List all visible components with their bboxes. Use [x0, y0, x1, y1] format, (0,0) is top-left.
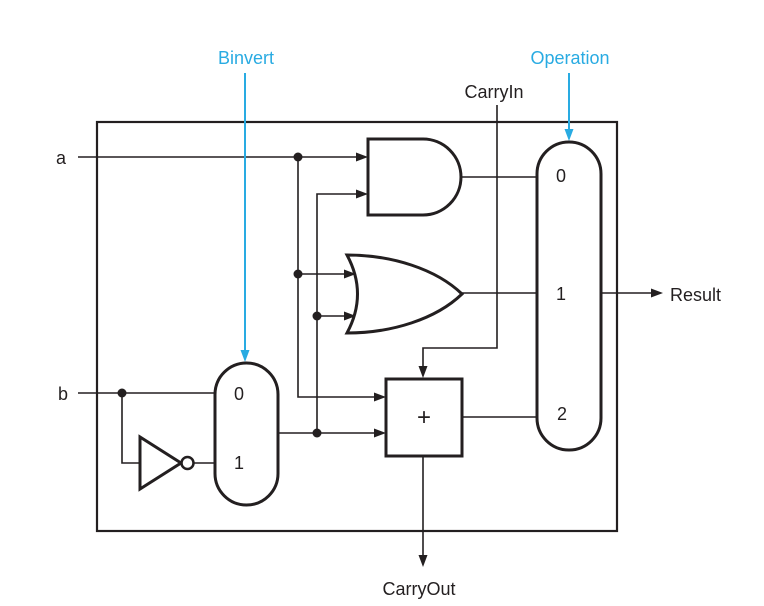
junction-dot-a-or: [293, 269, 303, 279]
input-b-label: b: [58, 384, 68, 404]
not-gate-bubble: [180, 455, 195, 471]
arrowhead-carryout: [418, 555, 428, 567]
binvert-mux: [213, 361, 280, 507]
carryout-label: CarryOut: [382, 579, 455, 599]
wire-a-branch-to-adder: [297, 157, 376, 398]
alu-boundary-box: [95, 120, 619, 533]
arrowhead-or-input2: [344, 311, 356, 321]
binvert-label: Binvert: [218, 48, 274, 68]
wire-bmux-branch-to-and: [316, 193, 357, 433]
not-gate: [138, 434, 184, 492]
arrowhead-operation-control: [564, 129, 574, 141]
arrowhead-or-input1: [344, 269, 356, 279]
and-gate: [366, 137, 463, 217]
adder-plus-symbol: +: [417, 404, 431, 431]
operation-mux-option-0: 0: [556, 166, 566, 186]
wire-b-branch-to-inverter: [121, 393, 140, 464]
operation-mux: [535, 140, 603, 452]
wire-carryin: [422, 105, 498, 367]
arrowhead-adder-input1: [374, 392, 386, 402]
result-label: Result: [670, 285, 721, 305]
input-a-label: a: [56, 148, 67, 168]
carryin-label: CarryIn: [464, 82, 523, 102]
arrowhead-carryin: [418, 366, 428, 378]
junction-dot-bmux-out: [312, 428, 322, 438]
adder-box: [384, 377, 464, 458]
binvert-mux-option-1: 1: [234, 453, 244, 473]
junction-dot-a: [293, 152, 303, 162]
arrowhead-and-input1: [356, 152, 368, 162]
junction-dot-b: [117, 388, 127, 398]
arrowhead-adder-input2: [374, 428, 386, 438]
binvert-mux-option-0: 0: [234, 384, 244, 404]
arrowhead-result: [651, 288, 663, 298]
operation-label: Operation: [530, 48, 609, 68]
or-gate: [344, 253, 465, 335]
arrowhead-binvert-control: [240, 350, 250, 362]
arrowhead-and-input2: [356, 189, 368, 199]
operation-mux-option-1: 1: [556, 284, 566, 304]
junction-dot-b-or: [312, 311, 322, 321]
operation-mux-option-2: 2: [557, 404, 567, 424]
